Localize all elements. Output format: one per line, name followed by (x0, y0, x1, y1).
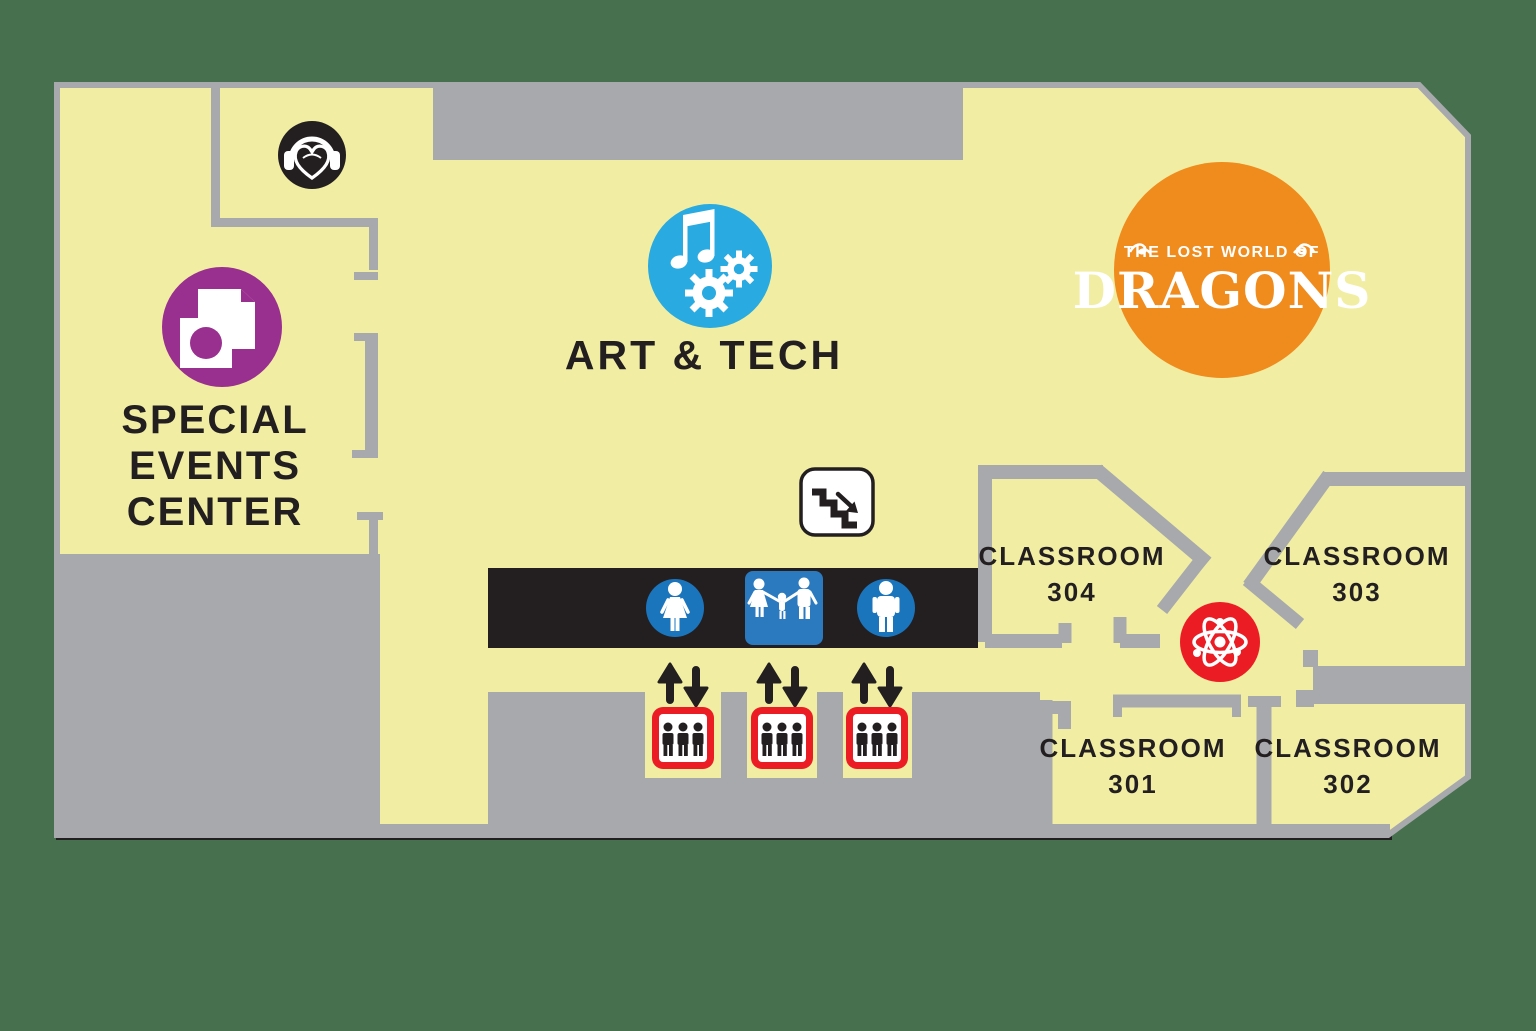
walls-classroom-303 (1242, 470, 1468, 707)
dragon-flourish-icon (1293, 243, 1316, 255)
classroom-304-label: CLASSROOM (979, 541, 1166, 571)
bottom-left-block (54, 554, 380, 834)
atom-icon (1180, 602, 1260, 682)
up-arrow-icon (657, 662, 683, 684)
walls-classrooms-301-302 (1039, 694, 1281, 835)
headphones-icon (278, 121, 346, 189)
down-arrow-icon (782, 686, 808, 708)
walls-classroom-304 (978, 464, 1212, 648)
elevator-icon (652, 662, 714, 769)
up-arrow-icon (756, 662, 782, 684)
elevators (652, 662, 908, 769)
music-note-icon (670, 209, 715, 269)
dragon-flourish-icon (1128, 243, 1151, 255)
classroom-301-number: 301 (1108, 769, 1157, 799)
down-arrow-icon (683, 686, 709, 708)
special-events-label-line1: SPECIAL (121, 398, 308, 442)
classroom-303-number: 303 (1332, 577, 1381, 607)
special-events-label-line3: CENTER (127, 490, 303, 534)
stairs-icon (799, 467, 875, 537)
classroom-304-number: 304 (1047, 577, 1096, 607)
dragons-logo: THE LOST WORLD OF DRAGONS (1073, 162, 1372, 378)
family-restroom-icon (745, 571, 823, 645)
gear-icon (720, 250, 758, 288)
dragons-name: DRAGONS (1073, 261, 1372, 320)
walls-special-events (211, 85, 383, 554)
restroom-bar (488, 568, 978, 648)
elevator-icon (846, 662, 908, 769)
gear-icon (685, 269, 733, 317)
art-tech-label: ART & TECH (565, 332, 843, 378)
down-arrow-icon (877, 686, 903, 708)
classroom-301-label: CLASSROOM (1040, 733, 1227, 763)
men-restroom-icon (857, 579, 915, 637)
women-restroom-icon (646, 579, 704, 637)
special-events-label-line2: EVENTS (129, 444, 301, 488)
bottom-wall (378, 824, 1390, 836)
classroom-302-label: CLASSROOM (1255, 733, 1442, 763)
top-wall-block (433, 85, 963, 160)
up-arrow-icon (851, 662, 877, 684)
art-tech-icon (648, 204, 772, 328)
elevator-icon (751, 662, 813, 769)
dragons-tagline: THE LOST WORLD OF (1124, 244, 1320, 261)
special-events-icon (162, 267, 282, 387)
classroom-303-label: CLASSROOM (1264, 541, 1451, 571)
classroom-302-number: 302 (1323, 769, 1372, 799)
interior-walls (211, 85, 1468, 835)
